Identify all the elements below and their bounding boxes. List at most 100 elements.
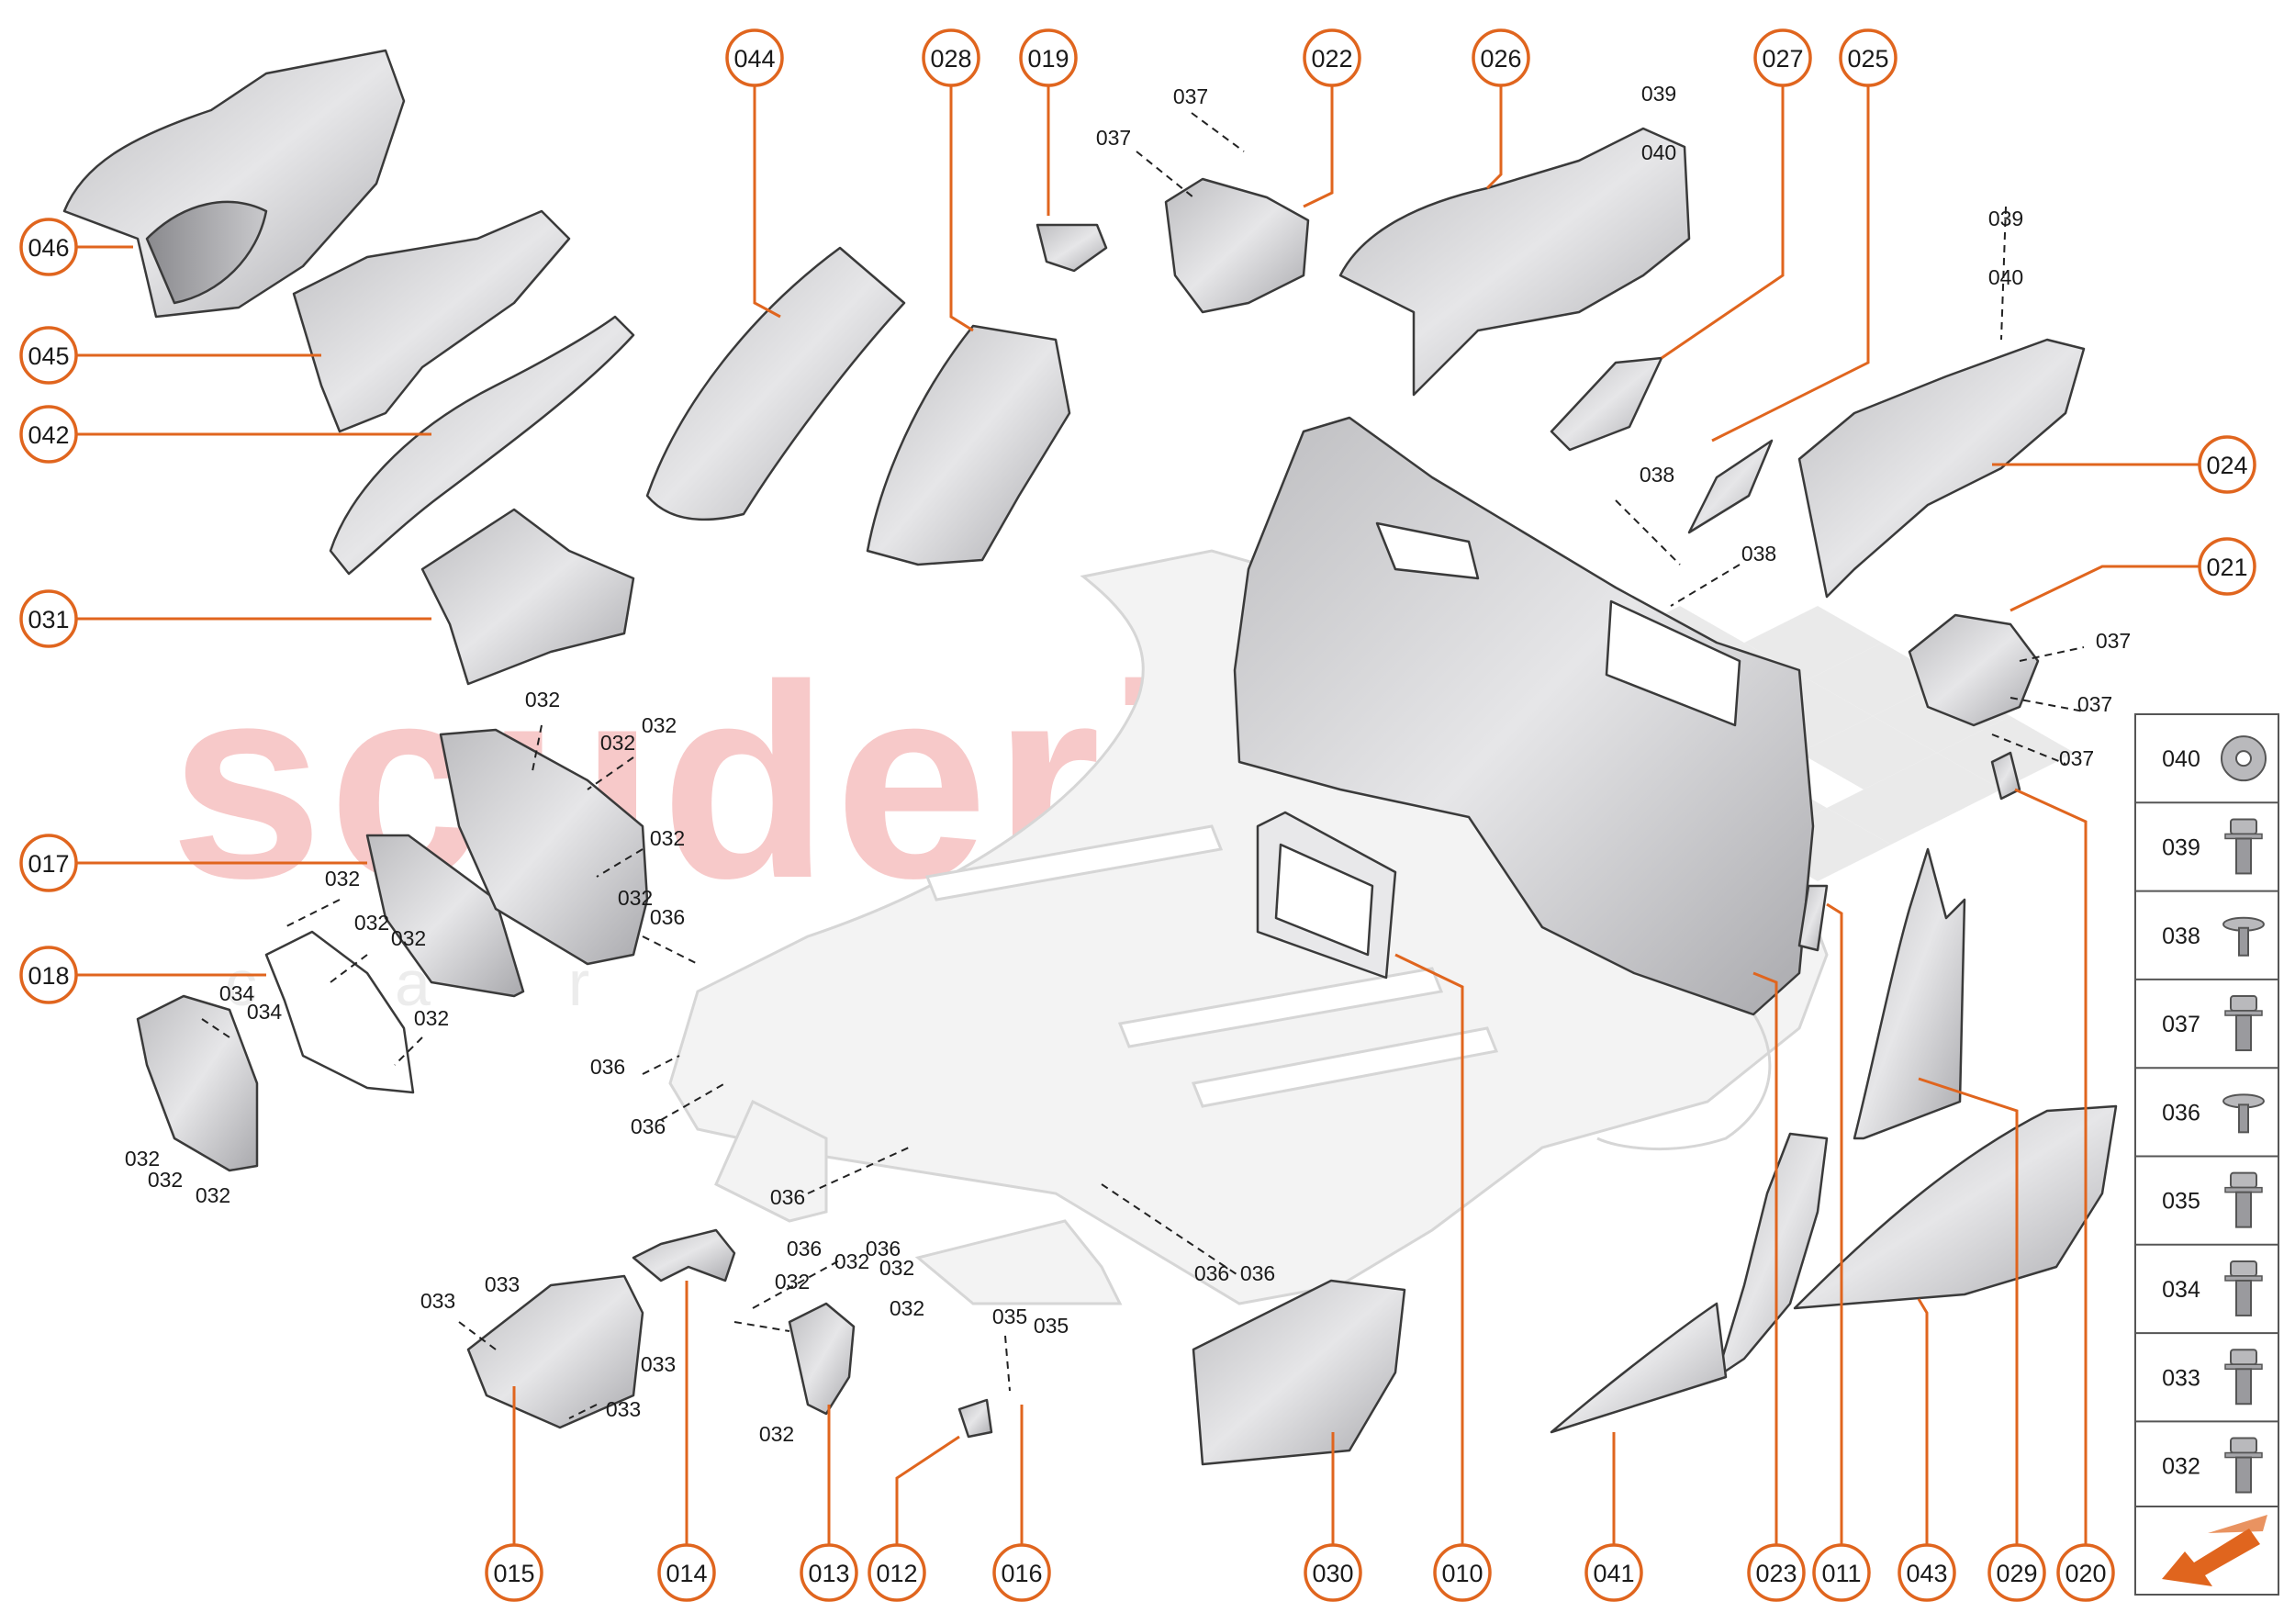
screw-round-head-icon <box>2224 818 2263 875</box>
callout-011: 011 <box>1812 1543 1871 1602</box>
callout-circle <box>1433 1543 1492 1602</box>
callout-label: 025 <box>1847 45 1888 73</box>
fastener-label: 037 <box>1173 84 1208 108</box>
fastener-label: 034 <box>219 981 255 1005</box>
callout-circle <box>19 218 78 276</box>
fastener-label: 032 <box>525 688 560 711</box>
part-030 <box>1192 1279 1406 1466</box>
legend-row-040: 040 <box>2162 735 2267 782</box>
callout-circle <box>1753 28 1812 87</box>
callout-label: 028 <box>930 45 971 73</box>
callout-label: 029 <box>1996 1560 2037 1587</box>
fastener-label: 037 <box>2096 629 2131 653</box>
callout-circle <box>1898 1543 1956 1602</box>
fastener-label: 036 <box>650 905 685 929</box>
callout-label: 030 <box>1312 1560 1353 1587</box>
flange-bolt-icon <box>2224 995 2263 1052</box>
callout-label: 045 <box>28 342 69 370</box>
fastener-label: 032 <box>618 886 653 910</box>
legend-code: 033 <box>2162 1365 2200 1391</box>
callout-circle <box>1019 28 1078 87</box>
fastener-label: 032 <box>414 1006 449 1030</box>
fastener-label: 032 <box>125 1147 160 1170</box>
fastener-label: 039 <box>1988 207 2023 230</box>
callout-circle <box>485 1543 543 1602</box>
callout-016: 016 <box>992 1543 1051 1602</box>
part-028 <box>866 324 1071 566</box>
callout-031: 031 <box>19 589 78 648</box>
part-046 <box>62 49 406 319</box>
callout-label: 018 <box>28 962 69 990</box>
callout-020: 020 <box>2056 1543 2115 1602</box>
hex-bolt-icon <box>2224 1171 2263 1228</box>
callout-label: 041 <box>1593 1560 1634 1587</box>
fastener-leaders <box>201 112 2085 1419</box>
fastener-label: 036 <box>590 1055 625 1079</box>
callout-label: 013 <box>808 1560 849 1587</box>
part-012 <box>957 1398 993 1439</box>
legend-code: 035 <box>2162 1189 2200 1215</box>
callout-046: 046 <box>19 218 78 276</box>
washer-icon <box>2221 735 2267 782</box>
callout-label: 014 <box>666 1560 707 1587</box>
callout-022: 022 <box>1303 28 1361 87</box>
part-027 <box>1550 356 1663 452</box>
parts <box>62 49 2118 1466</box>
callout-044: 044 <box>725 28 784 87</box>
fastener-label: 037 <box>2059 746 2094 770</box>
callout-circle <box>1472 28 1530 87</box>
callout-042: 042 <box>19 405 78 464</box>
callout-label: 046 <box>28 234 69 262</box>
fastener-label: 032 <box>642 713 677 737</box>
fastener-label: 038 <box>1741 542 1776 566</box>
callout-label: 022 <box>1311 45 1352 73</box>
callout-010: 010 <box>1433 1543 1492 1602</box>
callout-label: 044 <box>733 45 775 73</box>
callout-021: 021 <box>2198 537 2256 596</box>
callout-circle <box>1304 1543 1362 1602</box>
fastener-label: 039 <box>1641 82 1676 106</box>
fastener-label: 036 <box>1240 1261 1275 1285</box>
hex-bolt-icon <box>2224 1260 2263 1316</box>
callout-circle <box>19 326 78 385</box>
fastener-label: 036 <box>866 1237 901 1260</box>
callout-023: 023 <box>1747 1543 1806 1602</box>
fastener-label: 032 <box>391 926 426 950</box>
part-019 <box>1036 223 1108 273</box>
callout-label: 017 <box>28 850 69 878</box>
callout-025: 025 <box>1839 28 1898 87</box>
fastener-label: 035 <box>992 1305 1027 1328</box>
callout-circle <box>1303 28 1361 87</box>
legend-row-032: 032 <box>2135 1420 2278 1494</box>
callout-circle <box>1812 1543 1871 1602</box>
callout-043: 043 <box>1898 1543 1956 1602</box>
fastener-label: 036 <box>1194 1261 1229 1285</box>
legend-code: 036 <box>2162 1100 2200 1126</box>
part-021 <box>1908 613 2040 727</box>
part-026 <box>1338 127 1691 397</box>
legend-row-037: 037 <box>2135 978 2278 1052</box>
fastener-label: 033 <box>485 1272 520 1296</box>
part-023 <box>1715 1132 1829 1379</box>
fastener-label: 038 <box>1640 463 1674 487</box>
leader-lines <box>68 77 2208 1553</box>
callout-label: 016 <box>1001 1560 1042 1587</box>
part-034-bracket <box>136 994 259 1172</box>
callout-label: 019 <box>1027 45 1069 73</box>
legend-code: 039 <box>2162 834 2200 860</box>
part-041 <box>1550 1302 1728 1434</box>
callout-label: 043 <box>1906 1560 1947 1587</box>
callout-label: 020 <box>2065 1560 2106 1587</box>
callout-circle <box>725 28 784 87</box>
legend-row-036: 036 <box>2135 1067 2278 1134</box>
part-024 <box>1797 338 2086 599</box>
fastener-label: 032 <box>600 731 635 755</box>
part-014 <box>632 1228 736 1282</box>
callout-circle <box>2198 435 2256 494</box>
part-031 <box>420 508 635 686</box>
callout-label: 012 <box>876 1560 917 1587</box>
part-044 <box>645 246 906 521</box>
